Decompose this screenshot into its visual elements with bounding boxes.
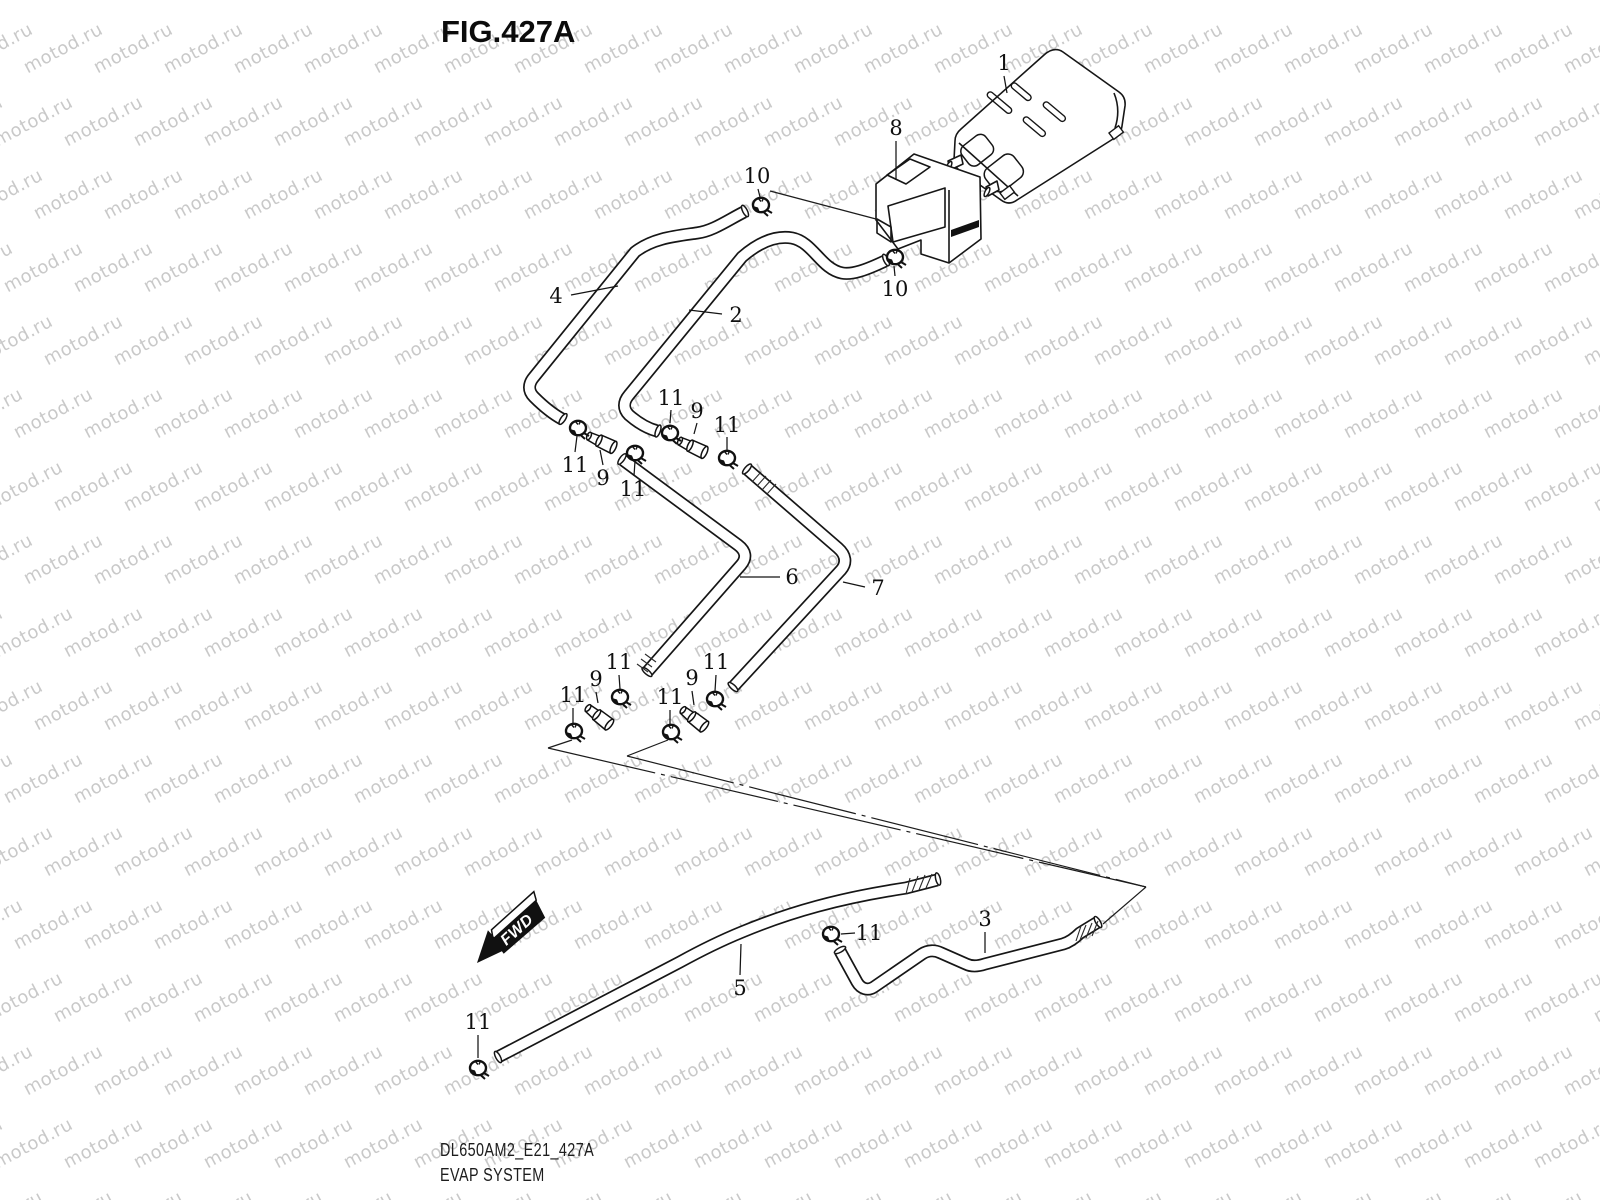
- canister-slot: [986, 91, 1013, 115]
- part-number-9: 9: [690, 399, 703, 423]
- canister-recess: [983, 153, 1025, 193]
- canister-slot: [1042, 101, 1067, 123]
- clamp-10: [751, 196, 774, 218]
- canister-slot: [1010, 82, 1032, 102]
- fwd-arrow: FWD: [477, 890, 546, 963]
- clamp-11: [610, 688, 633, 710]
- part-number-7: 7: [871, 576, 884, 600]
- part-number-5: 5: [733, 976, 746, 1000]
- part-number-11: 11: [620, 477, 647, 501]
- hose-5: [493, 872, 942, 1064]
- callout-leader-9: [595, 691, 599, 704]
- callout-leader-11: [574, 435, 578, 453]
- canister-slot: [1022, 116, 1047, 138]
- canister-recess: [960, 133, 995, 167]
- part-number-11: 11: [714, 413, 741, 437]
- part-number-8: 8: [889, 116, 902, 140]
- clamp-11: [821, 925, 844, 947]
- callout-leader-9: [693, 422, 698, 435]
- joint-9: [583, 428, 620, 456]
- part-number-11: 11: [562, 453, 589, 477]
- clamp-11: [705, 690, 728, 712]
- part-number-11: 11: [465, 1010, 492, 1034]
- callout-leader-11: [840, 932, 856, 935]
- part-number-10: 10: [882, 277, 909, 301]
- callout-leader-10: [893, 265, 896, 277]
- canister-bracket: [875, 153, 982, 264]
- callout-leader-11: [633, 460, 636, 477]
- callout-leader-1: [1003, 75, 1008, 94]
- evap-canister: [945, 48, 1126, 204]
- callout-leader-9: [691, 690, 695, 706]
- callout-leader-11: [618, 674, 621, 690]
- clamp-11: [564, 722, 587, 744]
- clamp-11: [717, 449, 740, 471]
- callout-leader-2: [688, 309, 723, 315]
- reference-lines: [547, 190, 1147, 925]
- part-number-2: 2: [729, 303, 742, 327]
- part-number-11: 11: [560, 683, 587, 707]
- hose-7: [727, 463, 852, 693]
- figure-name: EVAP SYSTEM: [440, 1165, 545, 1185]
- clamp-11: [468, 1059, 491, 1081]
- part-number-11: 11: [658, 386, 685, 410]
- hose-6: [617, 452, 752, 678]
- hose-4: [523, 204, 750, 426]
- part-number-3: 3: [978, 907, 991, 931]
- part-number-11: 11: [606, 650, 633, 674]
- callout-leader-4: [570, 285, 619, 296]
- part-number-11: 11: [703, 650, 730, 674]
- joint-9: [674, 433, 711, 461]
- callout-leader-7: [842, 581, 866, 588]
- part-number-1: 1: [997, 51, 1010, 75]
- part-number-11: 11: [657, 685, 684, 709]
- callout-leader-11: [714, 674, 717, 692]
- figure-code: DL650AM2_E21_427A: [440, 1140, 595, 1160]
- part-number-10: 10: [744, 164, 771, 188]
- part-number-6: 6: [785, 565, 798, 589]
- callout-leader-9: [599, 449, 604, 466]
- figure-title: FIG.427A: [441, 14, 576, 49]
- callout-leader-11: [669, 409, 672, 424]
- joint-9: [581, 700, 616, 732]
- hose-2: [618, 230, 891, 438]
- hose-3: [833, 915, 1103, 996]
- part-number-11: 11: [856, 921, 883, 945]
- part-number-9: 9: [596, 466, 609, 490]
- callout-leader-5: [739, 943, 742, 976]
- part-number-4: 4: [549, 284, 562, 308]
- part-number-9: 9: [589, 667, 602, 691]
- callout-leader-10: [757, 188, 761, 198]
- part-number-9: 9: [685, 666, 698, 690]
